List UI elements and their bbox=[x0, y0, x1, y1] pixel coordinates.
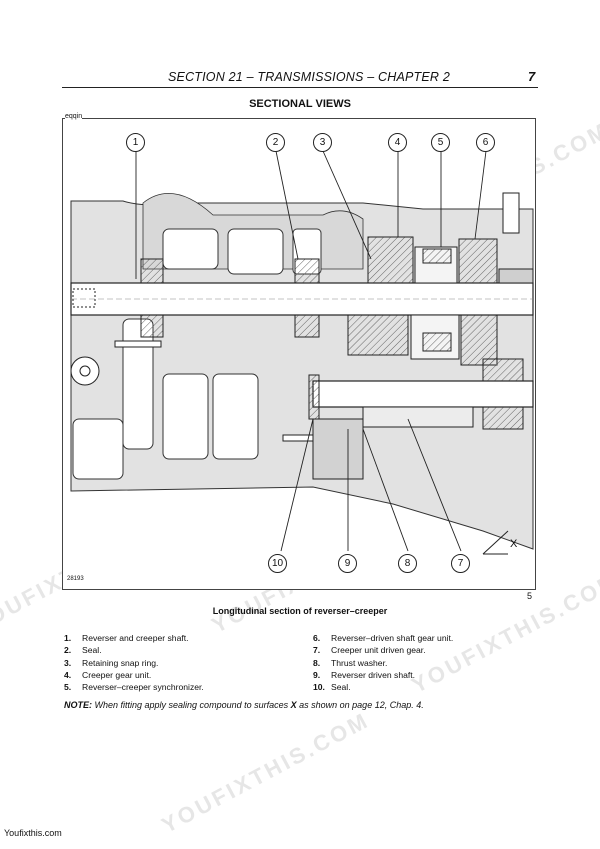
callout-1: 1 bbox=[126, 133, 145, 152]
legend-item: 3.Retaining snap ring. bbox=[64, 657, 159, 668]
section-title: SECTIONAL VIEWS bbox=[249, 98, 351, 110]
callout-3: 3 bbox=[313, 133, 332, 152]
legend-item: 7.Creeper unit driven gear. bbox=[313, 645, 426, 656]
sectional-drawing bbox=[70, 150, 534, 555]
note: NOTE: When fitting apply sealing compoun… bbox=[64, 700, 424, 710]
legend-right: 6.Reverser–driven shaft gear unit. 7.Cre… bbox=[313, 632, 453, 693]
callout-4: 4 bbox=[388, 133, 407, 152]
legend-item: 2.Seal. bbox=[64, 645, 102, 656]
figure-ref-code: 28193 bbox=[67, 576, 84, 582]
legend-item: 10.Seal. bbox=[313, 682, 351, 693]
legend-item: 9.Reverser driven shaft. bbox=[313, 669, 416, 680]
callout-10: 10 bbox=[268, 554, 287, 573]
legend-item: 1.Reverser and creeper shaft. bbox=[64, 633, 189, 643]
legend-left: 1.Reverser and creeper shaft. 2.Seal. 3.… bbox=[64, 632, 204, 693]
surface-x-label: X bbox=[510, 538, 518, 550]
note-symbol: X bbox=[290, 700, 297, 710]
watermark: YOUFIXTHIS.COM bbox=[157, 707, 374, 838]
header-title: SECTION 21 – TRANSMISSIONS – CHAPTER 2 bbox=[168, 70, 450, 84]
legend-item: 8.Thrust washer. bbox=[313, 657, 388, 668]
figure-caption: Longitudinal section of reverser–creeper bbox=[212, 606, 388, 616]
figure-frame bbox=[62, 118, 536, 590]
legend-item: 6.Reverser–driven shaft gear unit. bbox=[313, 633, 454, 643]
callout-9: 9 bbox=[338, 554, 357, 573]
figure-number: 5 bbox=[527, 591, 533, 601]
header-rule bbox=[62, 87, 538, 88]
callout-5: 5 bbox=[431, 133, 450, 152]
callout-8: 8 bbox=[398, 554, 417, 573]
page-number: 7 bbox=[528, 69, 536, 84]
figure-tag: eqqin bbox=[65, 113, 83, 120]
callout-6: 6 bbox=[476, 133, 495, 152]
callout-2: 2 bbox=[266, 133, 285, 152]
legend-item: 5.Reverser–creeper synchronizer. bbox=[64, 682, 204, 693]
figure-callouts: 1 2 3 4 5 6 10 9 8 7 X bbox=[62, 118, 534, 588]
callout-7: 7 bbox=[451, 554, 470, 573]
site-link[interactable]: Youfixthis.com bbox=[4, 828, 62, 838]
note-label: NOTE: bbox=[64, 700, 92, 710]
legend-item: 4.Creeper gear unit. bbox=[64, 669, 152, 680]
